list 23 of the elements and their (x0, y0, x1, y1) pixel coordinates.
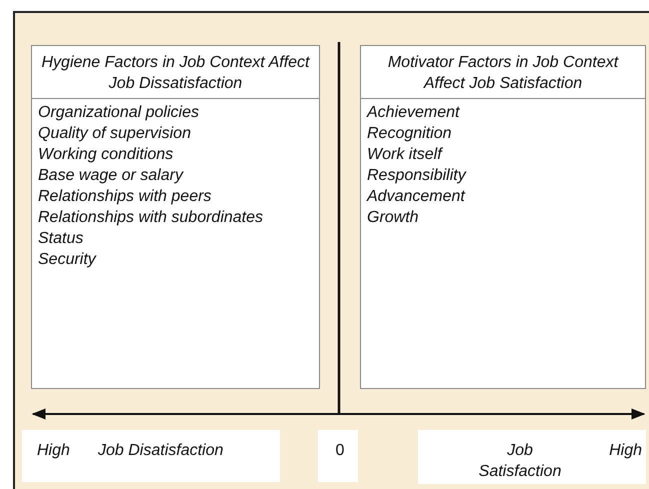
factor-item: Status (37, 229, 84, 249)
box-heading: Hygiene Factors in Job Context Affect Job Dissatisfaction (32, 46, 319, 99)
factor-box (31, 45, 320, 389)
axis-label: Job Satisfaction (478, 441, 562, 482)
factor-item: Base wage or salary (37, 166, 185, 186)
axis-end-label: High (37, 441, 71, 461)
factor-item: Quality of supervision (37, 124, 192, 144)
factor-item: Relationships with subordinates (37, 208, 264, 228)
factor-item: Achievement (365, 103, 461, 123)
box-heading: Motivator Factors in Job Context Affect Job Satisfaction (361, 46, 645, 99)
axis-end-label: High (608, 441, 642, 461)
factor-item: Organizational policies (37, 103, 200, 123)
factor-item: Working conditions (37, 145, 174, 165)
factor-item: Advancement (365, 187, 466, 207)
factor-item: Growth (366, 208, 420, 228)
factor-item: Security (37, 250, 98, 270)
factor-item: Recognition (366, 124, 452, 144)
axis-zero-label: 0 (334, 441, 346, 461)
axis-label: Job Disatisfaction (98, 441, 224, 461)
factor-box (360, 45, 646, 389)
factor-item: Relationships with peers (37, 187, 212, 207)
factor-item: Work itself (366, 145, 444, 165)
factor-item: Responsibility (366, 166, 468, 186)
